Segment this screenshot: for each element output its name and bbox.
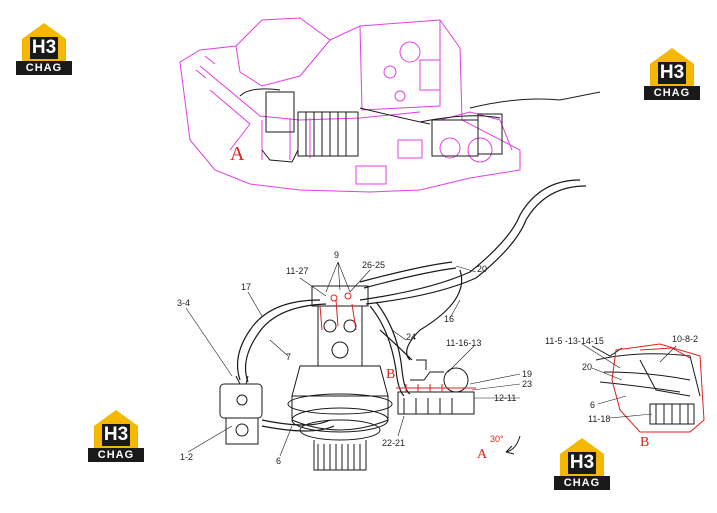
manifold-red-fittings bbox=[396, 384, 476, 392]
part-label-24: 24 bbox=[406, 332, 416, 342]
logo-text: CHAG bbox=[88, 448, 144, 462]
brand-logo-bottom-right: H3 CHAG bbox=[554, 436, 610, 490]
upper-frame-structure bbox=[179, 17, 521, 193]
part-label-10-8-2: 10-8-2 bbox=[672, 334, 698, 344]
logo-monogram: H3 bbox=[102, 424, 130, 446]
part-label-19: 19 bbox=[522, 369, 532, 379]
rotation-arrow-icon bbox=[505, 435, 521, 453]
logo-monogram: H3 bbox=[568, 452, 596, 474]
part-label-11-18: 11-18 bbox=[588, 414, 610, 424]
part-label-11-16-13: 11-16-13 bbox=[446, 338, 481, 348]
part-label-7: 7 bbox=[286, 352, 291, 362]
rotation-view-label: A bbox=[477, 447, 488, 462]
part-label-6-detail: 6 bbox=[590, 400, 595, 410]
part-label-16: 16 bbox=[444, 314, 454, 324]
section-b-label: B bbox=[386, 367, 395, 382]
hose-lines bbox=[237, 179, 587, 432]
part-label-3-4: 3-4 bbox=[177, 298, 190, 308]
detail-b-view bbox=[591, 345, 701, 425]
part-label-1-2: 1-2 bbox=[180, 452, 193, 462]
part-label-20-detail: 20 bbox=[582, 362, 592, 372]
logo-text: CHAG bbox=[16, 61, 72, 75]
part-label-20-main: 20 bbox=[477, 264, 487, 274]
brand-logo-top-left: H3 CHAG bbox=[16, 21, 72, 75]
logo-monogram: H3 bbox=[658, 62, 686, 84]
detail-b-red-outline bbox=[611, 343, 705, 433]
part-label-6-main: 6 bbox=[276, 456, 281, 466]
part-label-26-25: 26-25 bbox=[362, 260, 385, 270]
logo-monogram: H3 bbox=[30, 37, 58, 59]
logo-text: CHAG bbox=[554, 476, 610, 490]
part-label-12-11: 12-11 bbox=[494, 393, 516, 403]
manifold-block bbox=[397, 359, 475, 415]
brand-logo-top-right: H3 CHAG bbox=[644, 46, 700, 100]
part-label-22-21: 22-21 bbox=[382, 438, 405, 448]
leader-lines bbox=[185, 261, 677, 457]
part-label-11-27: 11-27 bbox=[286, 266, 308, 276]
upper-control-valve bbox=[239, 88, 601, 163]
part-label-23: 23 bbox=[522, 379, 532, 389]
part-label-17: 17 bbox=[241, 282, 251, 292]
logo-text: CHAG bbox=[644, 86, 700, 100]
detail-b-label: B bbox=[640, 435, 649, 450]
motor-red-fittings bbox=[319, 292, 357, 331]
part-label-11-5-13-14-15: 11-5 -13-14-15 bbox=[545, 336, 604, 346]
pilot-valve-block bbox=[219, 375, 263, 445]
rotation-angle-label: 30° bbox=[490, 434, 504, 444]
part-label-9: 9 bbox=[334, 250, 339, 260]
brand-logo-bottom-left: H3 CHAG bbox=[88, 408, 144, 462]
top-view-label: A bbox=[230, 143, 245, 165]
